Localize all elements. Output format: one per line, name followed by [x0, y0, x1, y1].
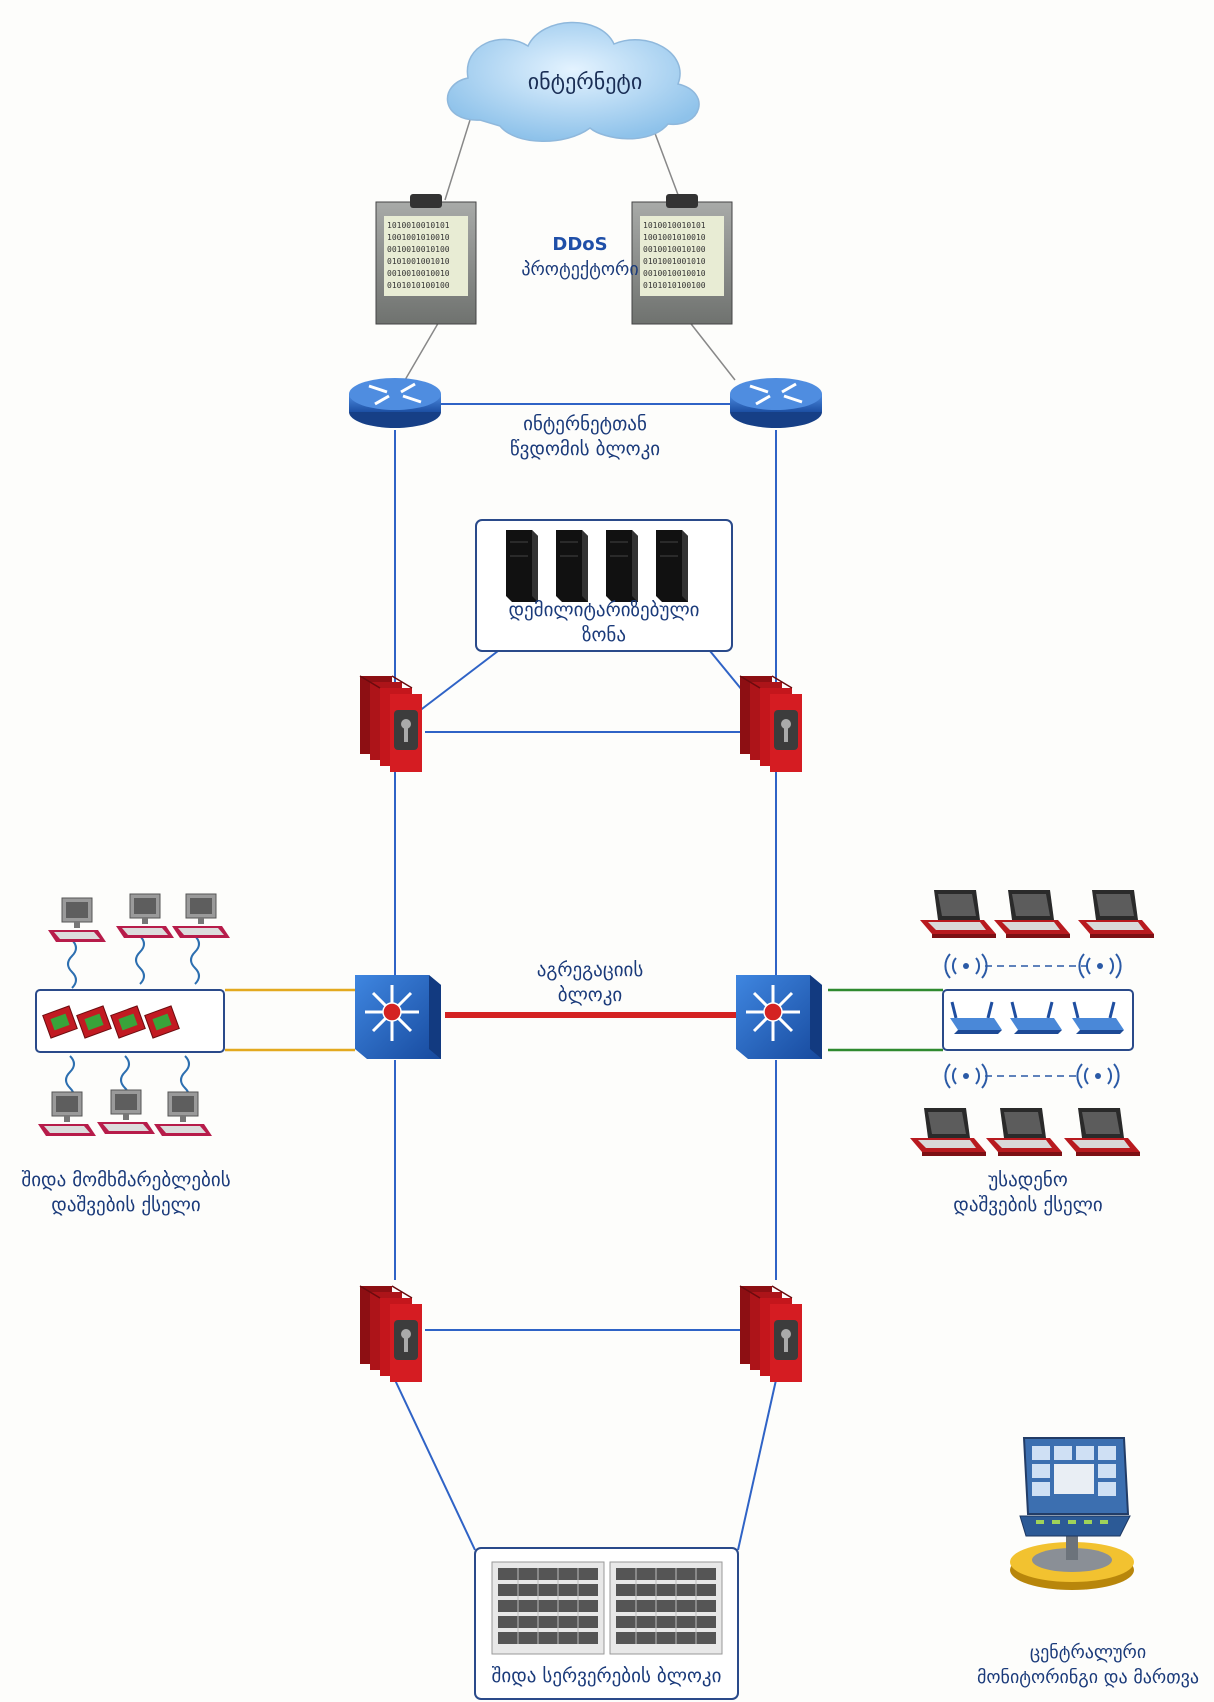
binary-row: 0101001001010: [643, 257, 706, 266]
aggregation-line2: ბლოკი: [510, 983, 670, 1008]
aggregation-label: აგრეგაციის ბლოკი: [510, 958, 670, 1008]
laptop-icon: [994, 890, 1070, 938]
ddos-protector-left: 1010010010101 1001001010010 001001001010…: [376, 194, 476, 324]
wireless-signal-icon: [945, 1064, 986, 1088]
binary-row: 1010010010101: [387, 221, 450, 230]
internal-users-label: შიდა მომხმარებლების დაშვების ქსელი: [6, 1168, 246, 1218]
binary-row: 0101001001010: [387, 257, 450, 266]
internet-access-line1: ინტერნეტთან: [495, 412, 675, 437]
wireless-access-network: [910, 890, 1154, 1156]
multilayer-switch-icon: [355, 975, 441, 1059]
internet-access-line2: წვდომის ბლოკი: [495, 437, 675, 462]
ddos-subtitle: პროტექტორი: [510, 257, 650, 282]
binary-row: 0010010010010: [387, 269, 450, 278]
workstation-icon: [48, 898, 106, 942]
router-left: [349, 378, 441, 428]
user-cable: [136, 936, 144, 984]
wireless-line2: დაშვების ქსელი: [928, 1193, 1128, 1218]
binary-row: 1001001010010: [643, 233, 706, 242]
dmz-label: დემილიტარიზებული ზონა: [476, 598, 732, 648]
monitoring-line1: ცენტრალური: [968, 1640, 1208, 1665]
ddos-clipboard-icon: 1010010010101 1001001010010 001001001010…: [376, 194, 476, 324]
workstation-icon: [116, 894, 174, 938]
link-dmz-firewall-left: [410, 651, 498, 718]
servers-label: შიდა სერვერების ბლოკი: [475, 1664, 738, 1689]
internet-access-label: ინტერნეტთან წვდომის ბლოკი: [495, 412, 675, 462]
laptop-icon: [986, 1108, 1062, 1156]
firewall-icon: [360, 1286, 422, 1382]
monitoring-label: ცენტრალური მონიტორინგი და მართვა: [968, 1640, 1208, 1690]
router-right: [730, 378, 822, 428]
workstation-icon: [172, 894, 230, 938]
workstation-icon: [154, 1092, 212, 1136]
firewall-icon: [740, 676, 802, 772]
link-ddos-router-left: [405, 320, 440, 380]
binary-row: 0010010010010: [643, 269, 706, 278]
router-icon: [349, 378, 441, 428]
monitoring-console-icon: [1010, 1438, 1134, 1590]
internal-user-access-network: [36, 894, 230, 1136]
laptop-icon: [1078, 890, 1154, 938]
wireless-signal-icon: [1077, 1064, 1118, 1088]
server-rack-icon: [492, 1562, 604, 1654]
wireless-label: უსადენო დაშვების ქსელი: [928, 1168, 1128, 1218]
wireless-line1: უსადენო: [928, 1168, 1128, 1193]
aggregation-switch-right: [736, 975, 822, 1059]
dmz-line2: ზონა: [476, 623, 732, 648]
firewall-icon: [360, 676, 422, 772]
ddos-label: DDoS პროტექტორი: [510, 232, 650, 282]
server-tower-icon: [656, 530, 688, 602]
firewall-icon: [740, 1286, 802, 1382]
multilayer-switch-icon: [736, 975, 822, 1059]
dmz-line1: დემილიტარიზებული: [476, 598, 732, 623]
links: [66, 120, 1093, 1550]
user-cable: [191, 936, 199, 984]
laptop-icon: [1064, 1108, 1140, 1156]
laptop-icon: [920, 890, 996, 938]
internet-label: ინტერნეტი: [500, 70, 670, 95]
user-cable: [68, 940, 76, 988]
laptop-icon: [910, 1108, 986, 1156]
binary-row: 0010010010100: [643, 245, 706, 254]
link-firewall-servers-right: [738, 1380, 776, 1550]
link-firewall-servers-left: [395, 1380, 475, 1550]
server-tower-icon: [506, 530, 538, 602]
internal-users-line1: შიდა მომხმარებლების: [6, 1168, 246, 1193]
wireless-signal-icon: [945, 954, 986, 978]
aggregation-line1: აგრეგაციის: [510, 958, 670, 983]
binary-row: 0101010100100: [643, 281, 706, 290]
binary-row: 1001001010010: [387, 233, 450, 242]
link-cloud-ddos-left: [445, 120, 470, 200]
binary-row: 0010010010100: [387, 245, 450, 254]
aggregation-switch-left: [355, 975, 441, 1059]
router-icon: [730, 378, 822, 428]
server-rack-icon: [610, 1562, 722, 1654]
workstation-icon: [97, 1090, 155, 1134]
server-tower-icon: [556, 530, 588, 602]
monitoring-line2: მონიტორინგი და მართვა: [968, 1665, 1208, 1690]
binary-row: 0101010100100: [387, 281, 450, 290]
server-tower-icon: [606, 530, 638, 602]
binary-row: 1010010010101: [643, 221, 706, 230]
workstation-icon: [38, 1092, 96, 1136]
internal-users-line2: დაშვების ქსელი: [6, 1193, 246, 1218]
link-ddos-router-right: [688, 320, 735, 380]
ddos-title: DDoS: [510, 232, 650, 257]
